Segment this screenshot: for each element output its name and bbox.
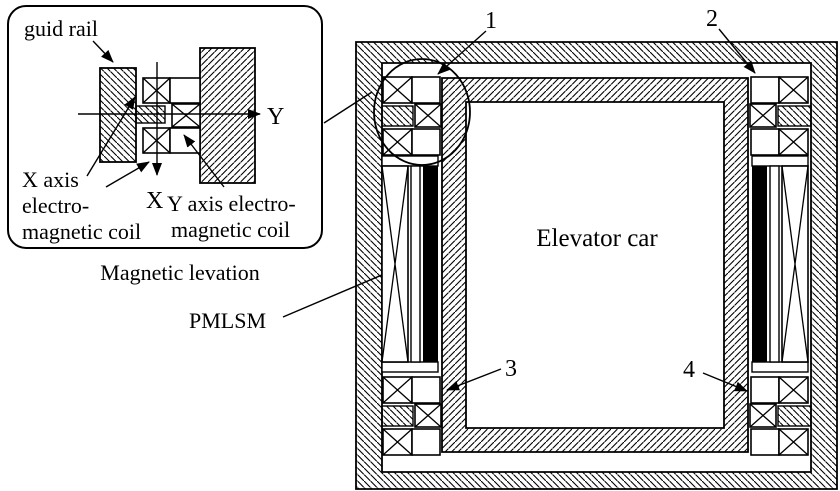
maglev-unit-top-right	[749, 76, 812, 156]
guide-rail-tongue	[777, 405, 812, 427]
maglev-unit-top-left	[373, 58, 471, 166]
inset-guide-rail-bar	[99, 67, 137, 163]
pmlsm-right-magnet	[752, 166, 767, 362]
callout-2: 2	[706, 6, 756, 74]
elevator-car-label: Elevator car	[536, 225, 658, 252]
pmlsm-label: PMLSM	[189, 308, 266, 333]
y-coil-arrow	[183, 134, 225, 188]
pmlsm-left	[381, 155, 439, 373]
x-coil-arrow-lower	[105, 161, 150, 188]
x-coil-label-line3: magnetic coil	[22, 219, 141, 244]
detail-circle	[373, 58, 471, 166]
x-coil-label-line1: X axis	[22, 167, 79, 192]
elevator-car-wall	[441, 77, 749, 453]
inset-caption: Magnetic levation	[100, 260, 259, 285]
guide-rail-tongue	[381, 105, 414, 127]
pmlsm-right-rail	[769, 165, 780, 363]
maglev-unit-bottom-right	[749, 376, 812, 456]
callout-3: 3	[446, 356, 517, 391]
callout-4-label: 4	[683, 357, 695, 383]
pmlsm-right	[751, 155, 809, 373]
guide-rail-label: guid rail	[24, 16, 98, 41]
callout-1-label: 1	[485, 8, 497, 34]
guide-rail-tongue	[777, 105, 812, 127]
inset-axes: Y X	[78, 62, 284, 214]
inset-y-coil	[171, 103, 201, 128]
guide-rail-tongue	[381, 405, 414, 427]
maglev-detail-inset: Y X guid rail X axis electro- magnetic c…	[7, 5, 323, 249]
inset-car-side-bar	[199, 47, 256, 184]
inset-x-coil-lower	[142, 127, 201, 154]
guide-rail-arrow	[92, 40, 114, 63]
elevator-cross-section: Elevator car	[355, 6, 838, 490]
pmlsm-left-magnet	[423, 166, 438, 362]
maglev-unit-bottom-left	[381, 376, 442, 456]
x-coil-arrow-upper	[86, 96, 136, 177]
y-axis-label: Y	[267, 104, 284, 130]
x-axis-label: X	[146, 188, 163, 214]
y-coil-label-line1: Y axis electro-	[167, 191, 296, 216]
y-coil-label-line2: magnetic coil	[171, 217, 290, 242]
pmlsm-left-rail	[410, 165, 421, 363]
callout-2-label: 2	[706, 6, 718, 32]
callout-1: 1	[437, 8, 497, 75]
callout-3-label: 3	[505, 356, 517, 382]
callout-4: 4	[683, 357, 748, 392]
inset-x-coil-upper	[142, 77, 201, 104]
x-coil-label-line2: electro-	[22, 193, 89, 218]
